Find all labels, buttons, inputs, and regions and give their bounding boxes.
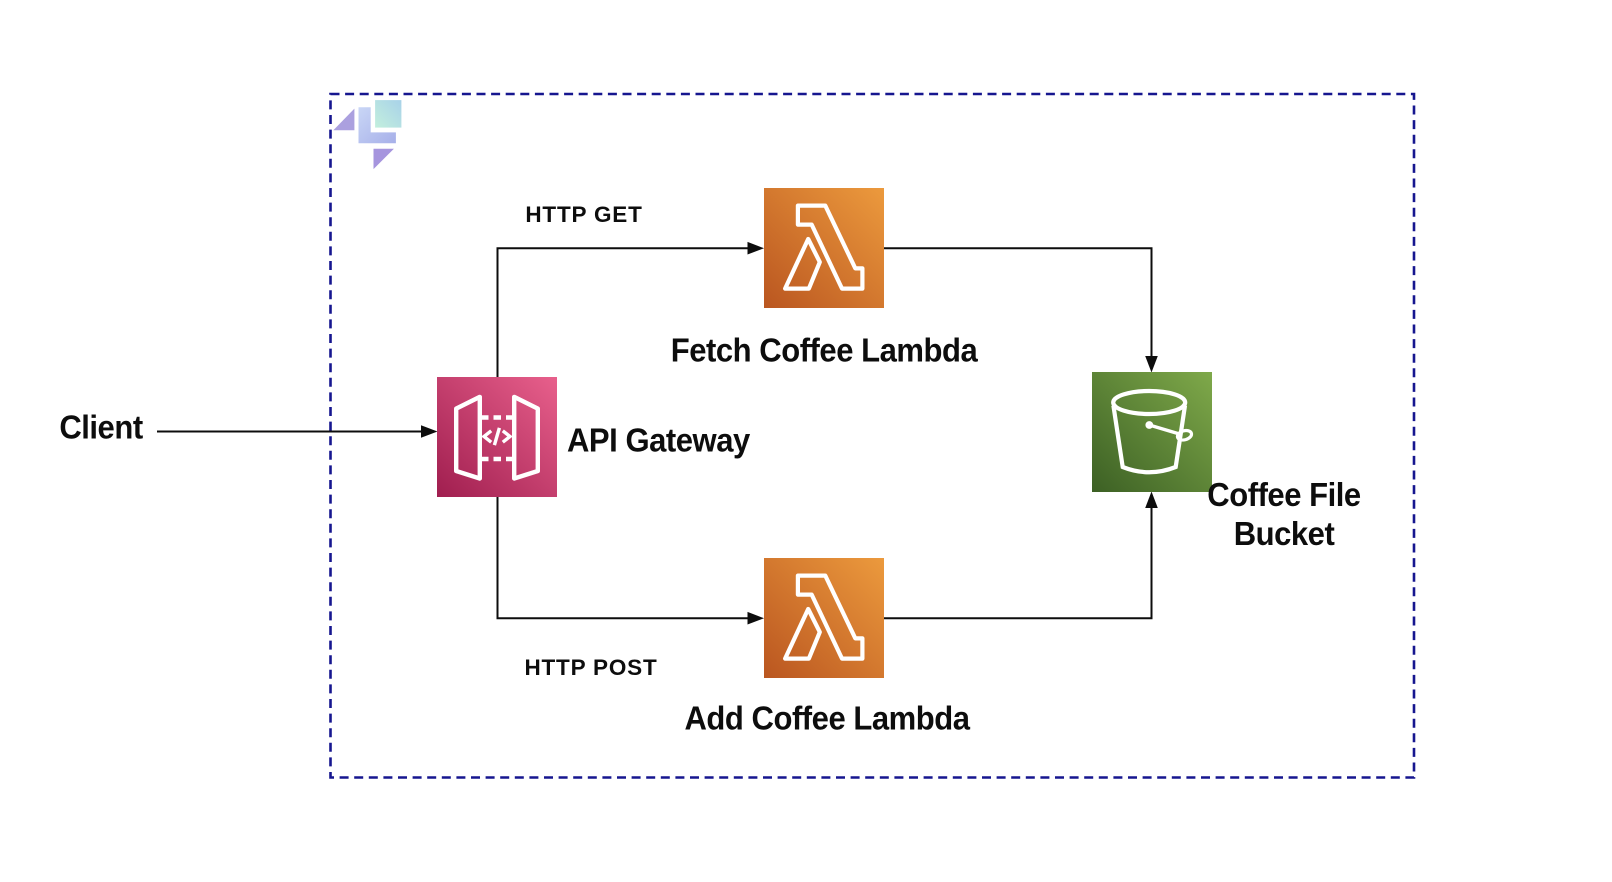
logo-l-shape <box>358 107 396 144</box>
node-fetch-lambda <box>764 188 884 308</box>
s3-bucket-icon <box>1092 372 1212 492</box>
arrowhead-gateway-to-fetch <box>747 241 764 255</box>
node-bucket-label-line2: Bucket <box>1233 515 1335 552</box>
logo-square <box>375 100 402 128</box>
lambda-icon <box>764 558 884 678</box>
node-client-label: Client <box>59 408 143 446</box>
edge-fetch-to-bucket <box>884 247 1153 357</box>
bucket-handle-dot <box>1145 421 1154 429</box>
node-bucket-label-line1: Coffee File <box>1207 476 1361 513</box>
node-add-lambda <box>764 558 884 678</box>
aws-boundary-box <box>329 92 1416 779</box>
api-gateway-icon <box>437 377 557 497</box>
logo-triangle-left <box>333 108 355 131</box>
node-api-gateway <box>437 377 557 497</box>
arrowhead-gateway-to-add <box>747 611 764 625</box>
lambda-icon <box>764 188 884 308</box>
node-add-lambda-label: Add Coffee Lambda <box>684 699 970 737</box>
node-bucket <box>1092 372 1212 492</box>
logo-triangle-bottom <box>373 148 394 170</box>
edge-gateway-to-fetch <box>496 247 749 378</box>
node-api-gateway-label: API Gateway <box>567 421 750 459</box>
arrowhead-fetch-to-bucket <box>1145 356 1158 373</box>
node-fetch-lambda-label: Fetch Coffee Lambda <box>670 331 978 369</box>
arrowhead-add-to-bucket <box>1145 491 1158 508</box>
edge-add-to-bucket <box>884 507 1153 620</box>
edge-label-http-get: HTTP GET <box>525 202 643 227</box>
node-bucket-label: Coffee File Bucket <box>1207 475 1361 553</box>
edge-label-http-post: HTTP POST <box>524 655 658 680</box>
arrowhead-client-to-gateway <box>421 425 438 438</box>
eraser-logo <box>333 100 402 170</box>
edge-gateway-to-add <box>496 496 749 620</box>
